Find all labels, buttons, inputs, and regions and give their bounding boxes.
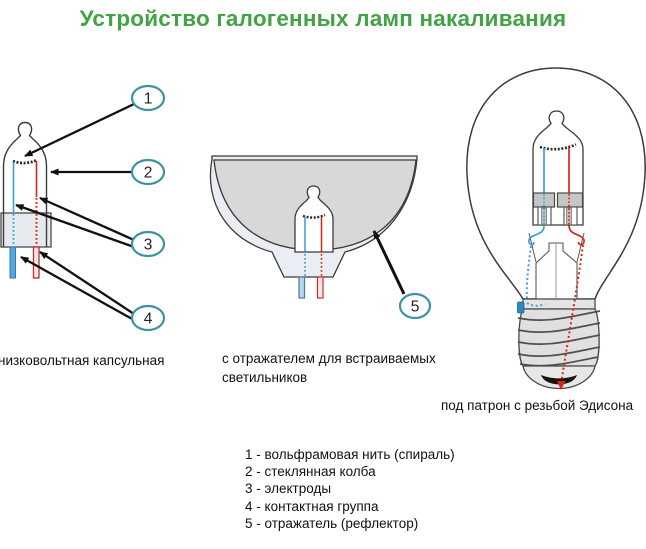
reflector-lamp-drawing xyxy=(209,155,418,299)
caption-capsule-lamp: низковольтная капсульная xyxy=(0,353,165,368)
callout-circles: 1 2 3 4 5 xyxy=(130,84,432,332)
blue-wire-dotted-run2 xyxy=(526,302,546,307)
callout-3-arrow-blue xyxy=(15,203,135,249)
contact-base xyxy=(0,212,52,248)
legend-item-4: 4 - контактная группа xyxy=(245,498,379,514)
callout-3-arrow-red xyxy=(39,196,135,242)
callout-1-arrow xyxy=(24,102,135,158)
red-contact-pin xyxy=(32,246,40,279)
tungsten-filament xyxy=(12,158,38,165)
glass-bulb-outline xyxy=(2,121,48,247)
callout-1-circle xyxy=(130,84,166,112)
screw-threads xyxy=(517,310,601,367)
callout-4-arrow-blue xyxy=(20,255,135,322)
red-contact-pin xyxy=(316,276,324,299)
base-bottom-dome xyxy=(522,365,596,390)
caption-reflector-lamp: с отражателем для встраиваемых светильни… xyxy=(222,351,436,385)
callout-4-label: 4 xyxy=(144,311,153,328)
screw-base-top xyxy=(522,298,596,310)
edison-lamp-drawing xyxy=(466,67,646,390)
red-wire-hook xyxy=(568,224,585,246)
callout-2-label: 2 xyxy=(144,165,153,182)
legend-item-3: 3 - электроды xyxy=(245,481,332,497)
tungsten-filament xyxy=(302,213,326,219)
legend-item-1: 1 - вольфрамовая нить (спираль) xyxy=(245,447,455,462)
tungsten-filament xyxy=(539,143,577,151)
red-wire-dotted-run xyxy=(560,244,584,382)
blue-wire-dotted-run xyxy=(525,245,532,301)
callout-4-circle xyxy=(130,304,166,332)
callout-5-circle xyxy=(398,292,432,320)
callout-5-arrow xyxy=(372,230,406,295)
blue-side-terminal xyxy=(517,301,525,314)
callout-arrows xyxy=(15,102,406,322)
callout-3-circle xyxy=(130,230,166,258)
callout-1-label: 1 xyxy=(144,91,153,108)
callout-5-label: 5 xyxy=(411,299,420,316)
blue-contact-pin xyxy=(9,246,16,279)
blue-contact-pin xyxy=(298,276,306,299)
legend-item-5: 5 - отражатель (рефлектор) xyxy=(245,515,419,531)
callout-3-label: 3 xyxy=(144,237,153,254)
caption-edison-lamp: под патрон с резьбой Эдисона xyxy=(441,398,634,413)
legend: 1 - вольфрамовая нить (спираль) 2 - стек… xyxy=(245,446,545,532)
red-wire-arrow-tip xyxy=(557,381,566,390)
blue-wire-hook xyxy=(528,224,545,246)
callout-4-arrow-red xyxy=(39,251,135,315)
page-title: Устройство галогенных ламп накаливания xyxy=(79,6,567,31)
callout-2-circle xyxy=(130,158,166,186)
legend-item-2: 2 - стеклянная колба xyxy=(245,464,376,480)
contact-block-right xyxy=(556,192,584,208)
bottom-contact-tip xyxy=(541,375,577,385)
capsule-lamp-drawing xyxy=(0,121,52,279)
